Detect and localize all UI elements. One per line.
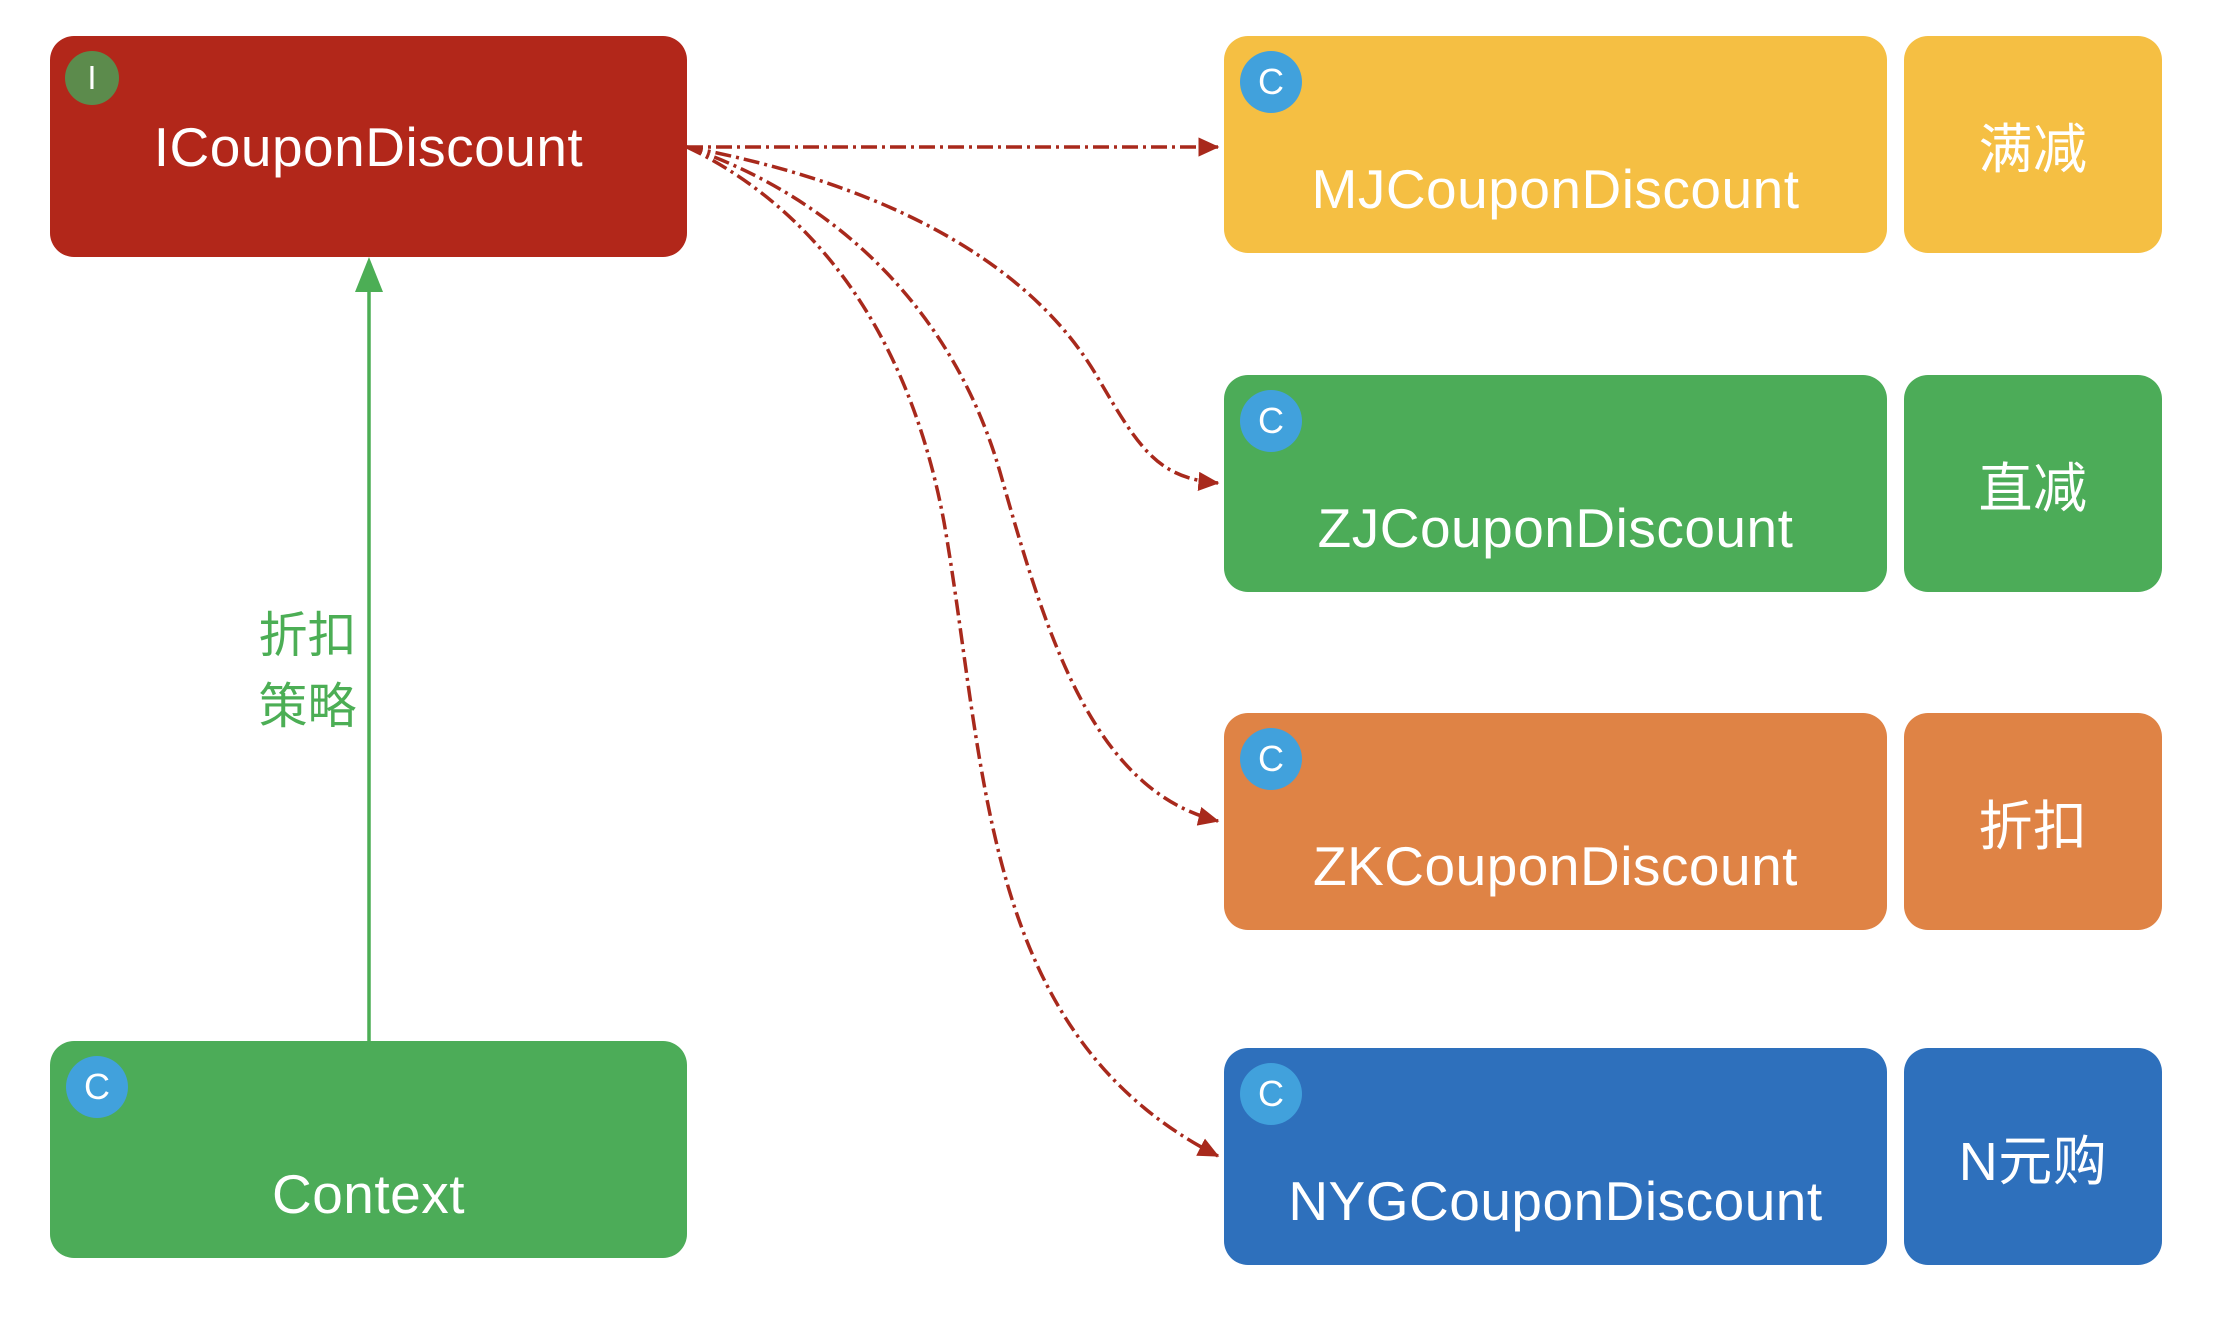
class-name: Context (271, 1162, 466, 1225)
class-badge: C (1240, 728, 1302, 790)
strategy-arrow-label: 折扣 策略 (235, 601, 380, 743)
tag-label: 满减 (1978, 120, 2088, 180)
tag-box-zhijian[interactable]: 直减 (1904, 375, 2162, 592)
tag-label: 直减 (1978, 459, 2088, 519)
interface-name: ICouponDiscount (153, 115, 584, 178)
realization-arrow-zjcoupondiscount (686, 145, 1220, 491)
tag-box-zhekou[interactable]: 折扣 (1904, 713, 2162, 930)
class-box-context[interactable]: C Context (50, 1041, 687, 1258)
class-name: ZKCouponDiscount (1313, 834, 1798, 897)
class-box-zkcoupondiscount[interactable]: C ZKCouponDiscount (1224, 713, 1887, 930)
realization-arrow-zkcoupondiscount (686, 145, 1220, 826)
class-name: ZJCouponDiscount (1317, 496, 1794, 559)
association-arrowhead (355, 257, 383, 292)
class-box-mjcoupondiscount[interactable]: C MJCouponDiscount (1224, 36, 1887, 253)
class-badge: C (1240, 1063, 1302, 1125)
strategy-arrow-label-line2: 策略 (258, 680, 357, 734)
class-badge: C (1240, 51, 1302, 113)
interface-badge: I (65, 51, 119, 105)
class-box-nygcoupondiscount[interactable]: C NYGCouponDiscount (1224, 1048, 1887, 1265)
class-badge: C (1240, 390, 1302, 452)
class-badge: C (66, 1056, 128, 1118)
class-name: MJCouponDiscount (1311, 157, 1800, 220)
interface-box-icoupondiscount[interactable]: I ICouponDiscount (50, 36, 687, 257)
tag-label: 折扣 (1978, 797, 2088, 857)
strategy-arrow-label-line1: 折扣 (258, 609, 357, 663)
tag-box-manjian[interactable]: 满减 (1904, 36, 2162, 253)
class-name: NYGCouponDiscount (1288, 1169, 1823, 1232)
class-box-zjcoupondiscount[interactable]: C ZJCouponDiscount (1224, 375, 1887, 592)
tag-box-nyuangou[interactable]: N元购 (1904, 1048, 2162, 1265)
tag-label: N元购 (1958, 1132, 2108, 1192)
realization-arrow-nygcoupondiscount (686, 145, 1220, 1158)
